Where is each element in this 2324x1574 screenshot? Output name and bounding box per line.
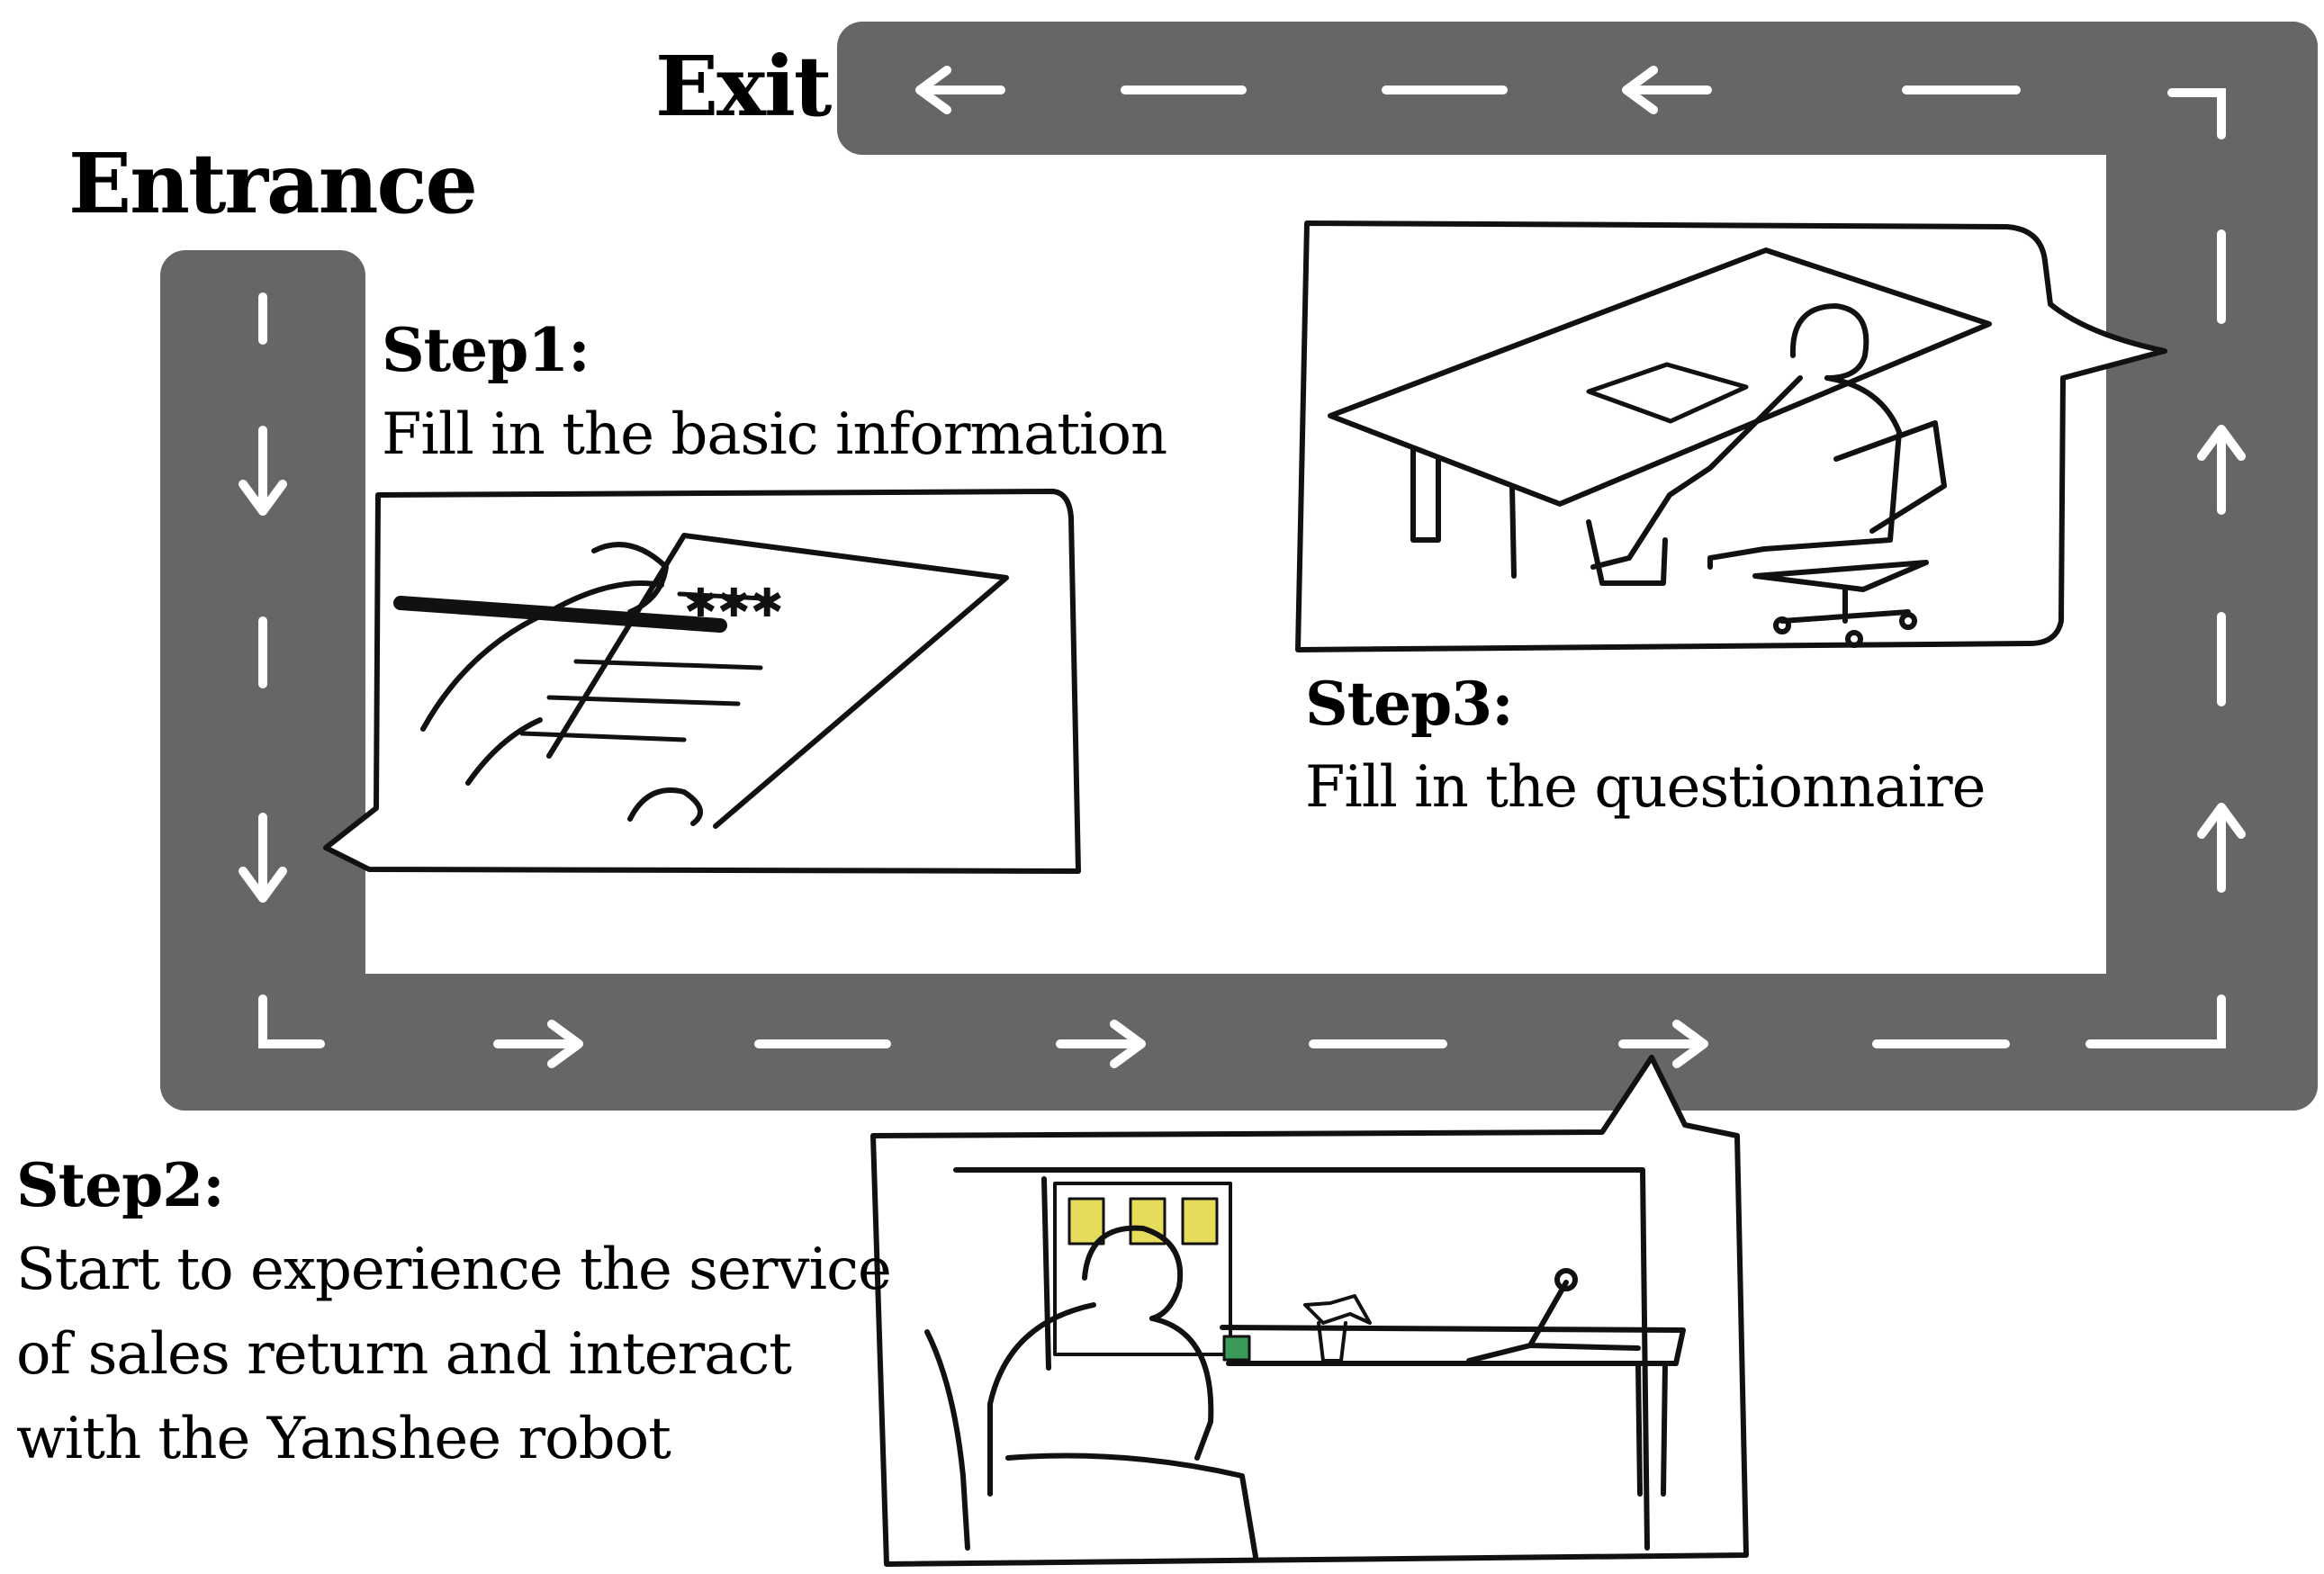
step1-panel: ✱✱✱ [323,489,1081,874]
step2-description-line1: Start to experience the service [16,1237,892,1303]
svg-text:✱✱✱: ✱✱✱ [684,580,784,626]
exit-label: Exit [655,38,832,135]
entrance-label: Entrance [68,135,478,232]
road-bottom [160,974,2318,1111]
road-top [837,22,2318,155]
road-right [2106,22,2318,1111]
step1-description: Fill in the basic information [382,401,1167,468]
step2-description-line2: of sales return and interact [16,1321,792,1388]
step3-description: Fill in the questionnaire [1305,754,1986,821]
step3-panel [1295,220,2167,652]
step2-title: Step2: [16,1150,225,1220]
step3-title: Step3: [1305,669,1514,739]
step2-description-line3: with the Yanshee robot [16,1406,671,1472]
robot-interaction-sketch [924,1167,1686,1560]
person-at-desk-sketch [1328,247,1992,648]
step2-panel [870,1055,1749,1567]
hand-writing-form-sketch: ✱✱✱ [393,533,1009,829]
road-markings [258,85,2226,1048]
step1-title: Step1: [382,315,590,385]
